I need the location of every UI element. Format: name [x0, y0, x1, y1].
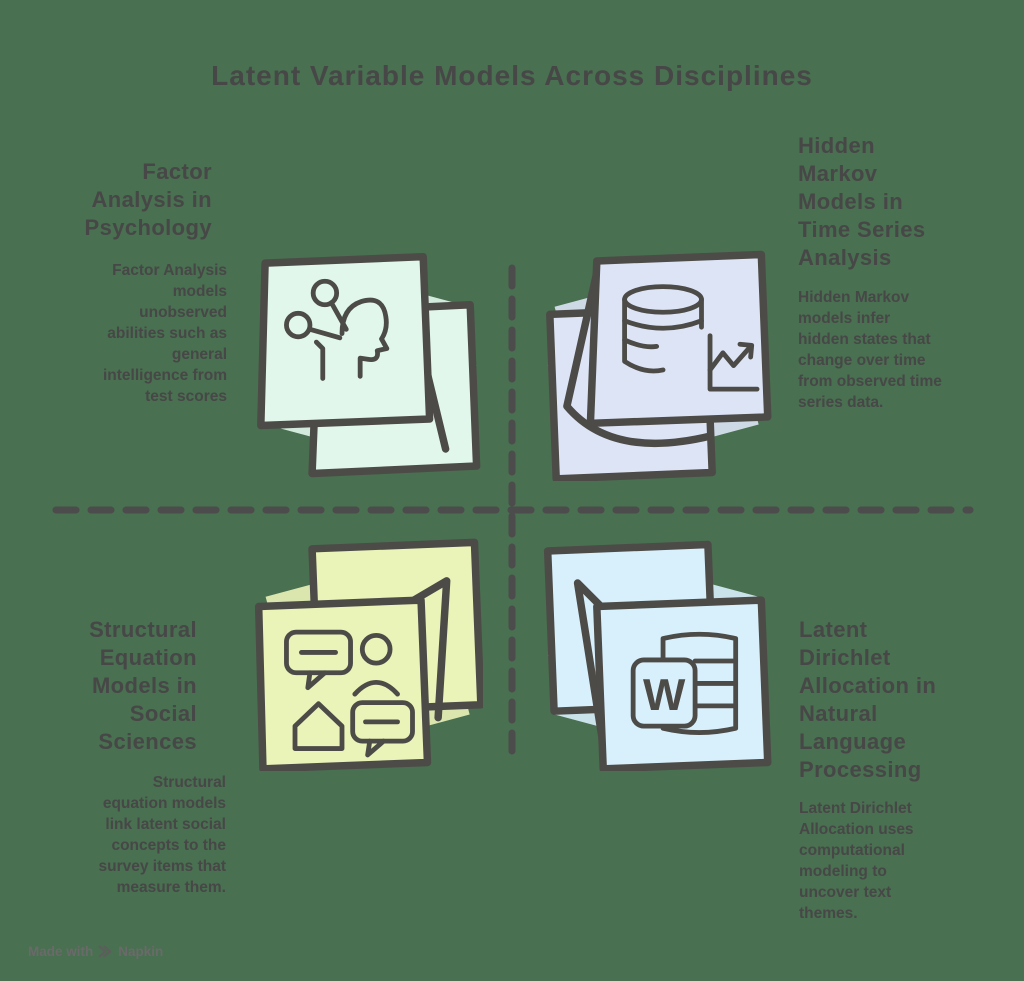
watermark: Made with Napkin — [28, 944, 163, 959]
quadrant-heading: Structural Equation Models in Social Sci… — [89, 617, 197, 754]
horizontal-divider-line — [52, 506, 974, 514]
watermark-prefix: Made with — [28, 944, 94, 959]
vertical-divider-line — [508, 264, 516, 759]
head-circuit-sticky-notes-icon — [257, 252, 481, 478]
napkin-scribble-icon — [99, 945, 112, 958]
watermark-brand: Napkin — [118, 944, 164, 959]
quadrant-heading: Latent Dirichlet Allocation in Natural L… — [799, 617, 937, 782]
chat-survey-sticky-notes-icon — [254, 538, 483, 771]
word-document-sticky-notes-icon: W — [543, 540, 772, 771]
word-w-letter: W — [643, 669, 686, 720]
quadrant-description: Hidden Markov models infer hidden states… — [798, 289, 942, 411]
database-trend-sticky-notes-icon — [546, 250, 772, 481]
quadrant-heading: Hidden Markov Models in Time Series Anal… — [798, 133, 926, 270]
quadrant-heading: Factor Analysis in Psychology — [84, 159, 212, 240]
quadrant-description: Structural equation models link latent s… — [98, 774, 227, 896]
quadrant-description: Latent Dirichlet Allocation uses computa… — [799, 800, 914, 922]
quadrant-description: Factor Analysis models unobserved abilit… — [102, 262, 227, 405]
page-title: Latent Variable Models Across Discipline… — [211, 60, 813, 91]
